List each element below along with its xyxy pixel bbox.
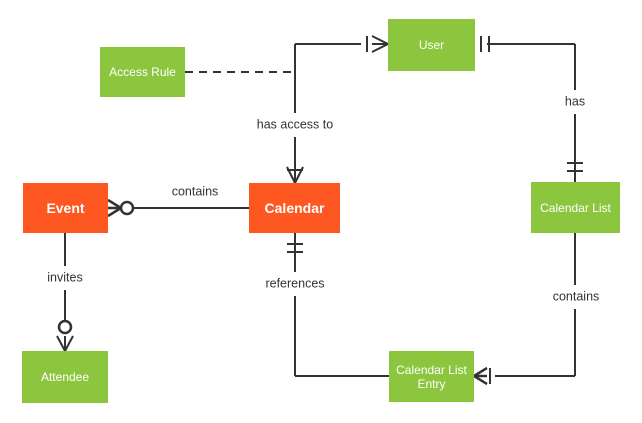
entity-calendar-list-entry-label: Calendar List Entry	[396, 362, 467, 391]
edge-label-references: references	[265, 276, 325, 291]
crowfoot-user-left-prong-bottom	[371, 43, 389, 53]
entity-calendar-list-entry[interactable]: Calendar List Entry	[389, 351, 474, 402]
crowfoot-calendar-top-prong-right	[294, 166, 304, 184]
crowfoot-calendar-top-prong-left	[286, 166, 296, 184]
entity-calendar[interactable]: Calendar	[249, 183, 340, 233]
crowfoot-event-prong-bottom	[107, 206, 122, 218]
entity-event-label: Event	[46, 200, 85, 216]
crowfoot-attendee-prong-right	[64, 335, 74, 352]
entity-attendee[interactable]: Attendee	[22, 351, 108, 403]
entity-attendee-label: Attendee	[40, 370, 90, 384]
entity-user-label: User	[418, 38, 445, 52]
entity-access-rule-label: Access Rule	[109, 65, 176, 79]
crowfoot-cle-right-prong-top	[473, 366, 488, 378]
edge-label-has-access-to: has access to	[256, 117, 334, 132]
entity-calendar-label: Calendar	[264, 200, 325, 216]
edge-label-contains-list-entry: contains	[552, 289, 600, 304]
edge-label-has: has	[564, 94, 586, 109]
crowfoot-attendee-prong-left	[56, 335, 66, 352]
edge-label-contains-event-calendar: contains	[171, 184, 219, 199]
cardinality-circle-attendee	[57, 319, 73, 335]
crowfoot-user-left-prong-top	[371, 35, 389, 45]
cardinality-circle-event	[119, 200, 135, 216]
entity-calendar-list-label: Calendar List	[540, 200, 611, 215]
edge-label-invites: invites	[47, 270, 83, 285]
entity-calendar-list[interactable]: Calendar List	[531, 182, 620, 233]
entity-user[interactable]: User	[388, 19, 475, 71]
entity-access-rule[interactable]: Access Rule	[100, 47, 185, 97]
entity-event[interactable]: Event	[23, 183, 108, 233]
crowfoot-event-prong-top	[107, 198, 122, 210]
crowfoot-cle-right-prong-bottom	[473, 374, 488, 386]
